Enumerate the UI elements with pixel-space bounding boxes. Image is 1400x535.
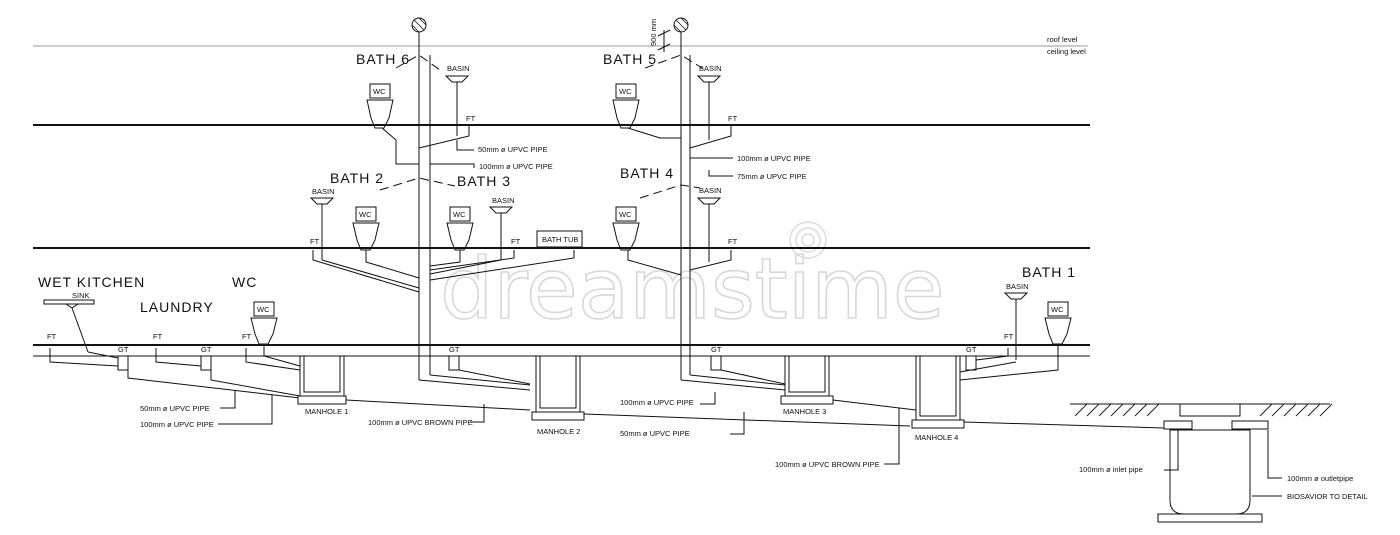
wc-fixture: WC [612,83,640,129]
svg-text:WC: WC [619,87,632,96]
svg-text:BASIN: BASIN [312,187,335,196]
wc-fixture: WC [612,206,640,251]
stack-pipes [418,32,786,391]
wet-kitchen-label: WET KITCHEN [38,274,145,290]
svg-text:MANHOLE 2: MANHOLE 2 [537,427,580,436]
dimension-text: 900 mm [649,19,658,46]
mid-50mm-label: 50mm ø UPVC PIPE [620,429,690,438]
bath2-label: BATH 2 [330,170,384,186]
manhole-3: MANHOLE 3 [780,355,834,416]
brown-pipe-1-label: 100mm ø UPVC BROWN PIPE [368,418,473,427]
basin-fixture: BASIN [309,187,335,260]
basin-fixture: BASIN [488,196,515,260]
svg-text:WC: WC [257,305,270,314]
svg-text:MANHOLE 4: MANHOLE 4 [915,433,958,442]
gt-label: GT [966,345,977,354]
manhole-2: MANHOLE 2 [531,355,585,436]
bath4-label: BATH 4 [620,165,674,181]
bath5-100mm-label: 100mm ø UPVC PIPE [737,154,811,163]
laundry-label: LAUNDRY [140,299,214,315]
manhole-1: MANHOLE 1 [297,355,348,416]
ft-label: FT [511,237,521,246]
ft-label: FT [728,114,738,123]
inlet-pipe-label: 100mm ø inlet pipe [1079,465,1143,474]
ft-label: FT [242,332,252,341]
ceiling-level-label: ceiling level [1047,47,1086,56]
ground-100mm-label: 100mm ø UPVC PIPE [140,420,214,429]
wc-fixture: WC [1044,301,1072,345]
wc-fixture: WC [250,301,278,345]
ft-label: FT [1004,332,1014,341]
svg-text:WC: WC [453,210,466,219]
svg-text:SINK: SINK [72,291,90,300]
svg-text:BASIN: BASIN [492,196,515,205]
roof-level-label: roof level [1047,35,1078,44]
svg-text:BASIN: BASIN [447,64,470,73]
vent-cap-icon [411,17,427,33]
vent-cap-icon [673,17,689,33]
svg-text:WC: WC [359,210,372,219]
bath6-label: BATH 6 [356,51,410,67]
bath6-50mm-label: 50mm ø UPVC PIPE [478,145,548,154]
svg-text:MANHOLE 3: MANHOLE 3 [783,407,826,416]
basin-fixture: BASIN [444,64,470,136]
biosavior-label: BIOSAVIOR TO DETAIL [1287,492,1368,501]
svg-text:WC: WC [373,87,386,96]
watermark-text: dreamstime [440,240,945,338]
bath5-label: BATH 5 [603,51,657,67]
svg-text:BATH TUB: BATH TUB [542,235,578,244]
watermark: dreamstime [439,221,945,339]
mid-100mm-label: 100mm ø UPVC PIPE [620,398,694,407]
basin-fixture: BASIN [696,64,722,140]
ft-label: FT [47,332,57,341]
outlet-pipe-label: 100mm ø outletpipe [1287,474,1353,483]
ft-label: FT [153,332,163,341]
brown-pipe-2-label: 100mm ø UPVC BROWN PIPE [775,460,880,469]
basin-fixture: BASIN [696,186,722,262]
gt-label: GT [201,345,212,354]
ground-50mm-label: 50mm ø UPVC PIPE [140,404,210,413]
wc-ground-label: WC [232,274,257,290]
wc-fixture: WC [352,206,380,251]
bath-tub-fixture: BATH TUB [536,230,583,248]
bath1-label: BATH 1 [1022,264,1076,280]
manhole-4: MANHOLE 4 [911,355,965,442]
sink-fixture: SINK [43,291,95,353]
gt-label: GT [449,345,460,354]
biosavior-tank [1157,403,1269,523]
bath6-100mm-label: 100mm ø UPVC PIPE [479,162,553,171]
ft-label: FT [310,237,320,246]
bath5-75mm-label: 75mm ø UPVC PIPE [737,172,807,181]
dimension-900: 900 mm [649,19,671,52]
dreamstime-logo-icon [789,221,827,259]
wc-fixture: WC [366,83,394,129]
svg-text:BASIN: BASIN [1006,282,1029,291]
basin-fixture: BASIN [1003,282,1029,360]
ft-label: FT [466,114,476,123]
gt-label: GT [711,345,722,354]
svg-text:WC: WC [1051,305,1064,314]
svg-text:WC: WC [619,210,632,219]
wc-fixture: WC [446,206,474,251]
svg-text:MANHOLE 1: MANHOLE 1 [305,407,348,416]
gt-label: GT [118,345,129,354]
ft-label: FT [728,237,738,246]
svg-text:BASIN: BASIN [699,186,722,195]
bath3-label: BATH 3 [457,173,511,189]
svg-text:BASIN: BASIN [699,64,722,73]
